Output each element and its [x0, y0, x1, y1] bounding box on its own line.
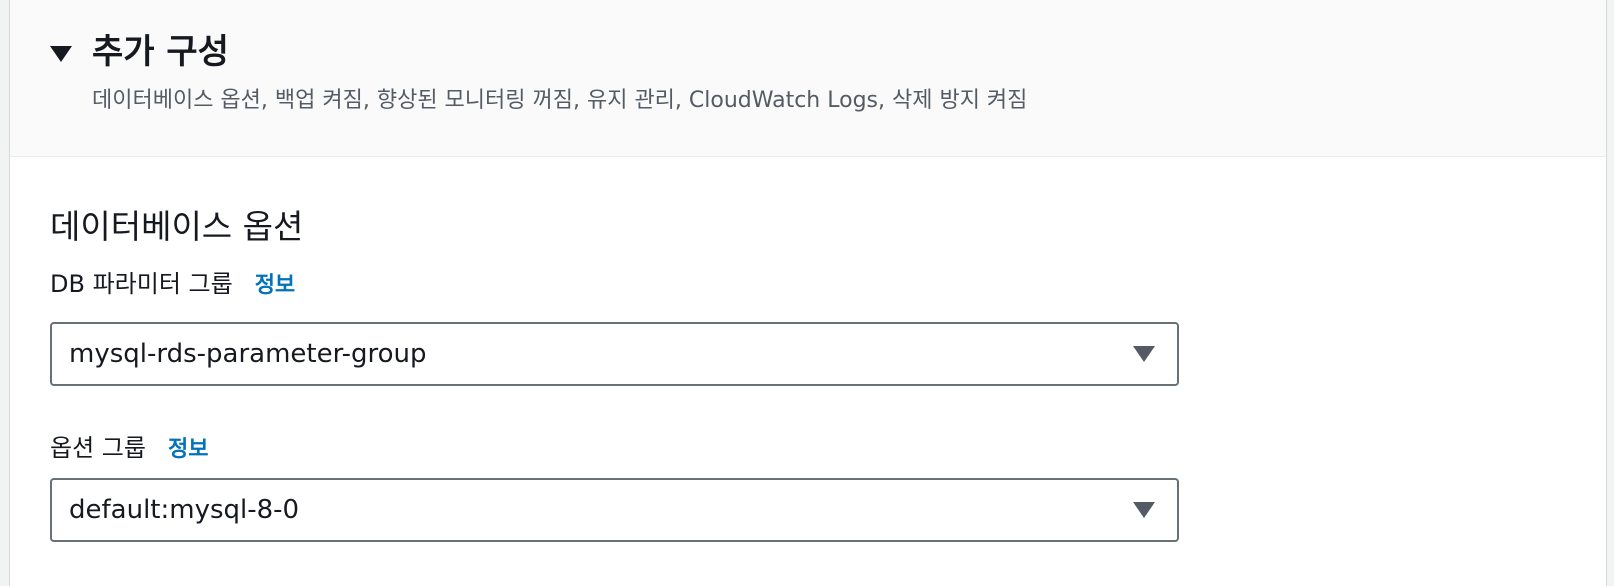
- parameter-group-selected-value: mysql-rds-parameter-group: [69, 339, 427, 369]
- caret-down-icon[interactable]: [50, 46, 72, 62]
- expander-title[interactable]: 추가 구성: [92, 32, 229, 72]
- parameter-group-label-row: DB 파라미터 그룹 정보: [50, 268, 295, 302]
- option-group-select[interactable]: default:mysql-8-0: [50, 478, 1179, 542]
- option-group-label: 옵션 그룹: [50, 434, 146, 462]
- parameter-group-select[interactable]: mysql-rds-parameter-group: [50, 322, 1179, 386]
- option-group-selected-value: default:mysql-8-0: [69, 495, 300, 525]
- parameter-group-info-link[interactable]: 정보: [254, 273, 296, 298]
- additional-configuration-panel: 추가 구성 데이터베이스 옵션, 백업 켜짐, 향상된 모니터링 꺼짐, 유지 …: [9, 0, 1607, 586]
- database-options-heading: 데이터베이스 옵션: [50, 207, 304, 246]
- expander-header[interactable]: 추가 구성 데이터베이스 옵션, 백업 켜짐, 향상된 모니터링 꺼짐, 유지 …: [10, 0, 1606, 157]
- caret-down-icon: [1133, 502, 1155, 518]
- expander-description: 데이터베이스 옵션, 백업 켜짐, 향상된 모니터링 꺼짐, 유지 관리, Cl…: [92, 88, 1028, 113]
- option-group-info-link[interactable]: 정보: [167, 437, 209, 462]
- caret-down-icon: [1133, 346, 1155, 362]
- parameter-group-label: DB 파라미터 그룹: [50, 270, 233, 298]
- option-group-label-row: 옵션 그룹 정보: [50, 432, 208, 466]
